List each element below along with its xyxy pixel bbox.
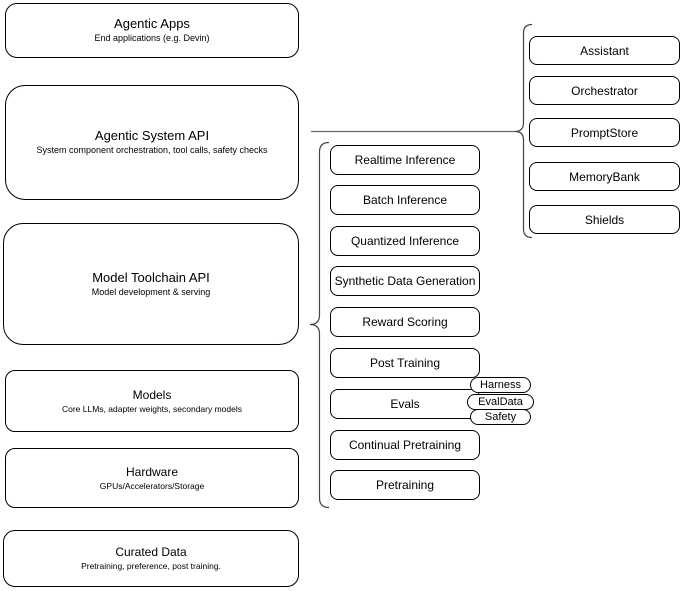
tag-label: Harness [480, 379, 521, 391]
node-label: Shields [584, 212, 625, 227]
node-models: Models Core LLMs, adapter weights, secon… [5, 370, 299, 432]
node-realtime-inference: Realtime Inference [330, 145, 480, 175]
node-orchestrator: Orchestrator [529, 76, 680, 105]
node-label: Batch Inference [362, 193, 448, 207]
node-label: Pretraining [375, 478, 435, 492]
node-title: Hardware [125, 464, 179, 479]
node-label: Post Training [369, 356, 441, 370]
node-hardware: Hardware GPUs/Accelerators/Storage [5, 448, 299, 508]
node-continual-pretraining: Continual Pretraining [330, 430, 480, 460]
node-label: Reward Scoring [362, 315, 448, 329]
node-title: Agentic Apps [114, 16, 190, 31]
node-agentic-apps: Agentic Apps End applications (e.g. Devi… [5, 3, 299, 58]
tag-safety: Safety [470, 409, 531, 425]
node-label: MemoryBank [569, 169, 640, 184]
node-subtitle: Pretraining, preference, post training. [81, 561, 221, 571]
node-label: Assistant [580, 43, 629, 58]
node-subtitle: System component orchestration, tool cal… [36, 145, 268, 155]
node-label: Evals [390, 397, 420, 411]
node-quantized-inference: Quantized Inference [330, 226, 480, 256]
node-subtitle: Core LLMs, adapter weights, secondary mo… [61, 403, 242, 414]
tag-label: Safety [484, 411, 517, 423]
node-subtitle: End applications (e.g. Devin) [94, 33, 210, 43]
node-curated-data: Curated Data Pretraining, preference, po… [3, 530, 299, 587]
node-title: Agentic System API [94, 128, 210, 143]
node-label: Continual Pretraining [348, 438, 462, 452]
node-assistant: Assistant [529, 36, 680, 65]
node-label: Synthetic Data Generation [334, 274, 476, 288]
node-subtitle: Model development & serving [91, 286, 211, 297]
toolchain-group-bracket [309, 141, 330, 509]
node-reward-scoring: Reward Scoring [330, 307, 480, 337]
node-evals: Evals [330, 389, 480, 419]
node-label: Orchestrator [571, 83, 638, 98]
node-model-toolchain-api: Model Toolchain API Model development & … [3, 223, 299, 345]
node-label: PromptStore [570, 125, 639, 140]
node-title: Model Toolchain API [92, 269, 210, 285]
tag-label: EvalData [478, 396, 523, 408]
node-promptstore: PromptStore [529, 118, 680, 147]
node-label: Realtime Inference [354, 153, 456, 167]
tag-harness: Harness [470, 377, 531, 393]
node-agentic-system-api: Agentic System API System component orch… [5, 85, 299, 200]
node-post-training: Post Training [330, 348, 480, 378]
node-batch-inference: Batch Inference [330, 185, 480, 215]
node-title: Curated Data [115, 545, 187, 559]
tag-evaldata: EvalData [467, 394, 534, 410]
node-title: Models [132, 387, 172, 402]
node-pretraining: Pretraining [330, 470, 480, 500]
node-shields: Shields [529, 205, 680, 234]
node-label: Quantized Inference [350, 234, 460, 248]
node-synthetic-data-generation: Synthetic Data Generation [330, 266, 480, 296]
node-memorybank: MemoryBank [529, 162, 680, 191]
node-subtitle: GPUs/Accelerators/Storage [99, 480, 205, 491]
